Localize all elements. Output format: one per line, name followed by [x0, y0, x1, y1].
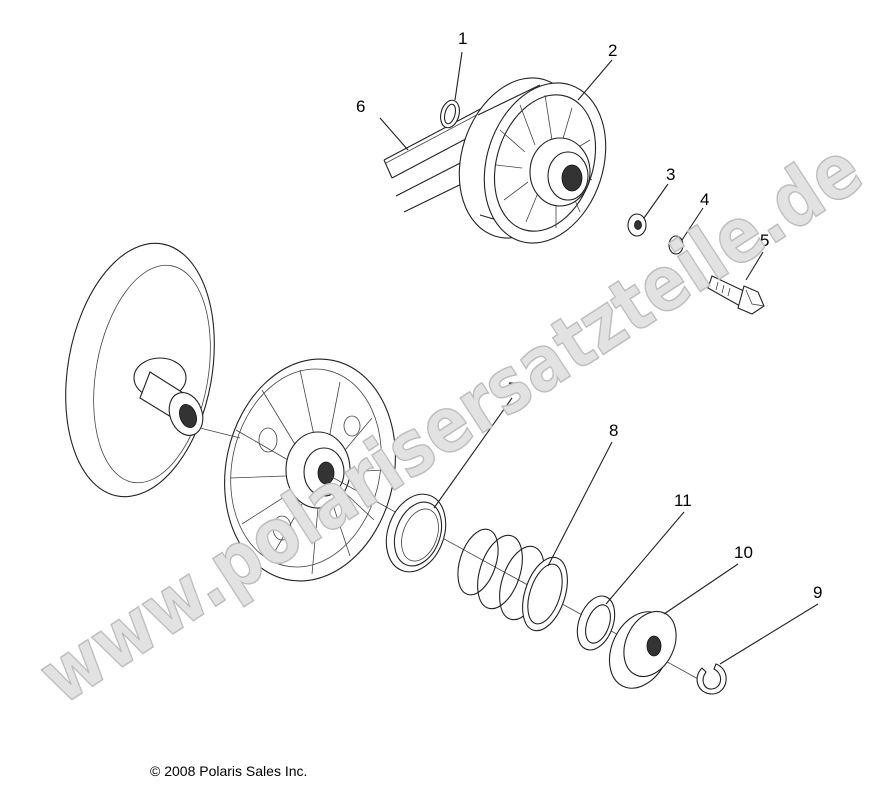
- part-1-ring: [440, 99, 460, 129]
- leader-2: [577, 59, 613, 101]
- leader-3: [643, 183, 669, 219]
- callout-2: 2: [608, 41, 617, 60]
- part-5-bolt: [707, 275, 765, 315]
- stationary-sheave: [65, 242, 215, 498]
- part-7-seal: [385, 493, 447, 573]
- callout-numbers: 1 2 3 4 5 6 7 8 9 10 11: [356, 29, 822, 602]
- callout-1: 1: [458, 29, 467, 48]
- callout-5: 5: [760, 231, 769, 250]
- leader-1: [454, 51, 463, 101]
- moveable-sheave: [224, 358, 396, 582]
- leader-9: [719, 603, 819, 665]
- callout-7: 7: [508, 379, 517, 398]
- leader-4: [681, 207, 704, 241]
- leader-6: [379, 117, 409, 151]
- part-10-retainer-cup: [608, 611, 677, 689]
- leader-5: [745, 251, 764, 281]
- part-9-snap-ring: [696, 663, 727, 695]
- leader-lines: [379, 51, 819, 665]
- part-8-spring: [457, 528, 568, 632]
- part-3-washer: [627, 213, 647, 237]
- part-2-driven-clutch: [458, 77, 607, 244]
- callout-11: 11: [674, 491, 692, 510]
- callout-3: 3: [666, 165, 675, 184]
- callout-6: 6: [356, 97, 365, 116]
- callout-8: 8: [609, 421, 618, 440]
- leader-10: [663, 563, 739, 615]
- leader-7: [433, 397, 513, 509]
- leader-8: [547, 441, 613, 567]
- callout-10: 10: [734, 543, 753, 562]
- part-4-lock-washer: [668, 235, 684, 255]
- part-11-spacer-washer: [576, 595, 616, 651]
- callout-4: 4: [700, 190, 709, 209]
- copyright-notice: © 2008 Polaris Sales Inc.: [150, 763, 308, 779]
- callout-9: 9: [813, 583, 822, 602]
- leader-11: [605, 511, 685, 605]
